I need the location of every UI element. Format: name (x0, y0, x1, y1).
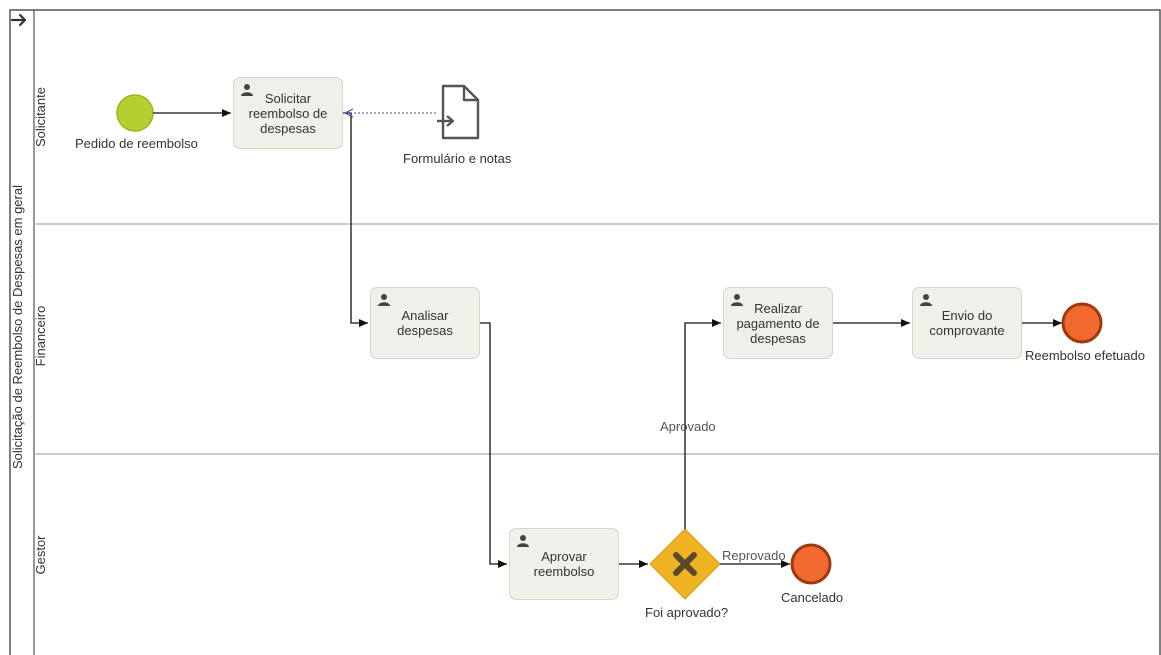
task-label: Analisar despesas (397, 308, 453, 338)
flow-solicitar-to-analisar (343, 112, 368, 327)
data-object-label: Formulário e notas (403, 151, 512, 166)
end-event-success-label: Reembolso efetuado (1025, 348, 1145, 363)
flow-label-reprovado: Reprovado (722, 548, 786, 563)
flow-gateway-aprovado (684, 319, 721, 529)
task-label: Aprovar reembolso (533, 549, 595, 579)
exclusive-gateway[interactable] (649, 528, 721, 600)
task-analisar-despesas[interactable]: Analisar despesas (370, 287, 480, 359)
lane-title-financeiro: Financeiro (33, 305, 48, 367)
end-event-reembolso-efetuado[interactable] (1061, 302, 1103, 344)
user-icon (241, 84, 253, 96)
user-icon (517, 535, 529, 547)
pool-frame (9, 9, 1161, 655)
arrow-right-icon[interactable] (10, 11, 28, 29)
task-solicitar-reembolso[interactable]: Solicitar reembolso de despesas (233, 77, 343, 149)
start-event-label: Pedido de reembolso (75, 136, 198, 151)
task-label: Solicitar reembolso de despesas (248, 90, 328, 136)
flow-label-aprovado: Aprovado (660, 419, 716, 434)
gateway-label: Foi aprovado? (645, 605, 729, 620)
start-event[interactable] (116, 94, 154, 132)
task-envio-comprovante[interactable]: Envio do comprovante (912, 287, 1022, 359)
lane-title-gestor: Gestor (33, 535, 48, 575)
user-icon (378, 294, 390, 306)
end-event-cancel-label: Cancelado (781, 590, 844, 605)
x-icon (673, 552, 697, 576)
task-aprovar-reembolso[interactable]: Aprovar reembolso (509, 528, 619, 600)
user-icon (920, 294, 932, 306)
pool-title: Solicitação de Reembolso de Despesas em … (10, 185, 25, 469)
task-label: Realizar pagamento de despesas (736, 300, 820, 346)
flow-analisar-to-aprovar (480, 322, 507, 568)
task-realizar-pagamento[interactable]: Realizar pagamento de despesas (723, 287, 833, 359)
end-event-cancelado[interactable] (790, 543, 832, 585)
user-icon (731, 294, 743, 306)
document-input-icon[interactable] (437, 84, 480, 140)
lane-title-solicitante: Solicitante (33, 87, 48, 147)
task-label: Envio do comprovante (929, 308, 1005, 338)
